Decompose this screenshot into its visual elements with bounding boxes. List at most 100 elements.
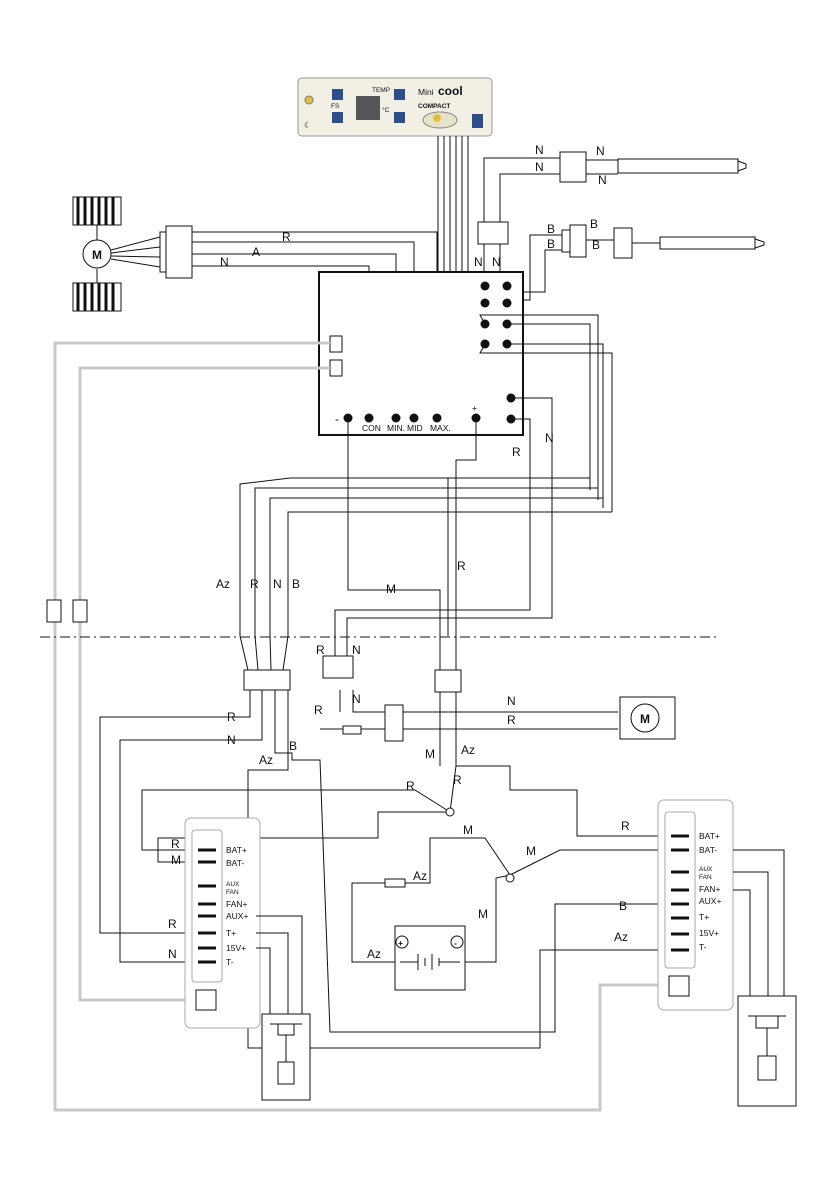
svg-text:AUX: AUX — [226, 881, 240, 888]
svg-text:B: B — [547, 222, 555, 236]
svg-text:R: R — [453, 773, 462, 787]
relay-coil-icon — [278, 1062, 294, 1084]
down-arrow-icon — [394, 112, 405, 123]
svg-text:Az: Az — [216, 577, 230, 591]
svg-text:T+: T+ — [226, 928, 236, 938]
svg-text:Az: Az — [461, 743, 475, 757]
svg-text:N: N — [168, 947, 177, 961]
svg-text:M: M — [463, 823, 473, 837]
control-panel: ☾ FS TEMP °C Mini cool COMPACT — [298, 78, 492, 136]
svg-text:T-: T- — [699, 942, 707, 952]
svg-text:BAT-: BAT- — [699, 845, 717, 855]
ground-point-icon — [446, 808, 454, 816]
terminal-mid: MID — [407, 423, 423, 433]
svg-text:B: B — [619, 899, 627, 913]
svg-text:15V+: 15V+ — [699, 928, 719, 938]
fs-label: FS — [331, 103, 340, 110]
left-relay — [256, 916, 310, 1100]
svg-text:R: R — [406, 779, 415, 793]
sensor-probe-1 — [618, 159, 738, 173]
svg-text:N: N — [598, 173, 607, 187]
svg-text:M: M — [526, 844, 536, 858]
svg-text:B: B — [590, 217, 598, 231]
svg-text:M: M — [386, 582, 396, 596]
svg-text:M: M — [171, 853, 181, 867]
terminal-max: MAX. — [430, 423, 451, 433]
svg-text:R: R — [316, 643, 325, 657]
svg-text:B: B — [547, 237, 555, 251]
sun-icon — [305, 96, 313, 104]
power-button-icon — [472, 114, 483, 128]
svg-text:-: - — [454, 938, 457, 948]
knob-center-icon — [433, 114, 441, 122]
svg-text:Az: Az — [413, 869, 427, 883]
sensor-connector-1 — [560, 152, 586, 182]
wire-harness — [240, 418, 612, 636]
svg-text:N: N — [535, 160, 544, 174]
svg-text:R: R — [168, 917, 177, 931]
svg-text:FAN+: FAN+ — [699, 884, 721, 894]
terminal-minus: - — [335, 412, 339, 426]
brand-mini: Mini — [418, 87, 434, 97]
svg-text:T+: T+ — [699, 912, 709, 922]
brand-cool: cool — [438, 84, 463, 98]
svg-text:B: B — [289, 739, 297, 753]
temp-display — [356, 96, 380, 120]
ground-point-icon — [506, 874, 514, 882]
svg-text:BAT+: BAT+ — [699, 831, 720, 841]
svg-text:15V+: 15V+ — [226, 943, 246, 953]
sensor-connector-2 — [570, 225, 586, 257]
right-relay — [733, 850, 796, 1106]
moon-icon: ☾ — [304, 120, 312, 130]
fuse-icon — [385, 879, 405, 887]
svg-text:R: R — [457, 559, 466, 573]
svg-text:Az: Az — [614, 930, 628, 944]
svg-text:BAT-: BAT- — [226, 858, 244, 868]
wire-label-a: A — [252, 245, 260, 259]
svg-text:AUX+: AUX+ — [226, 911, 248, 921]
terminal-plus: + — [472, 403, 477, 413]
wire-label-n: N — [220, 255, 229, 269]
minus-icon — [451, 936, 463, 948]
svg-text:N: N — [474, 255, 483, 269]
svg-text:R: R — [314, 703, 323, 717]
svg-text:M: M — [425, 747, 435, 761]
ribbon-cable — [438, 136, 468, 272]
svg-text:R: R — [512, 445, 521, 459]
relay-terminal-1 — [330, 336, 342, 352]
brand-compact: COMPACT — [418, 103, 450, 110]
motor-connector — [166, 226, 192, 278]
unit-label: °C — [382, 106, 390, 114]
svg-text:FAN: FAN — [226, 889, 239, 896]
left-control-module: BAT+ BAT- AUX FAN FAN+ AUX+ T+ 15V+ T- — [185, 818, 260, 1028]
terminal-min: MIN. — [387, 423, 405, 433]
svg-text:N: N — [352, 643, 361, 657]
fuse-icon — [343, 726, 361, 734]
svg-text:R: R — [621, 819, 630, 833]
svg-text:B: B — [292, 577, 300, 591]
svg-text:BAT+: BAT+ — [226, 845, 247, 855]
svg-text:N: N — [492, 255, 501, 269]
right-control-module: BAT+ BAT- AUX FAN FAN+ AUX+ T+ 15V+ T- — [658, 800, 733, 1010]
motor-label: M — [92, 248, 102, 262]
lower-connectors — [240, 636, 461, 692]
relay-terminal-2 — [330, 360, 342, 376]
down-arrow-icon — [332, 112, 343, 123]
up-arrow-icon — [394, 89, 405, 100]
svg-text:N: N — [273, 577, 282, 591]
svg-text:AUX: AUX — [699, 866, 713, 873]
battery: + - — [395, 926, 465, 990]
svg-text:AUX+: AUX+ — [699, 896, 721, 906]
svg-text:M: M — [640, 712, 650, 726]
temp-label: TEMP — [372, 87, 390, 94]
left-connector-1 — [47, 600, 61, 622]
relay-coil-icon — [758, 1056, 776, 1080]
sensor-probe-2 — [660, 237, 755, 249]
svg-text:M: M — [478, 907, 488, 921]
svg-text:N: N — [227, 733, 236, 747]
blower-motor: M — [73, 197, 192, 311]
svg-text:N: N — [535, 143, 544, 157]
svg-text:FAN: FAN — [699, 874, 712, 881]
